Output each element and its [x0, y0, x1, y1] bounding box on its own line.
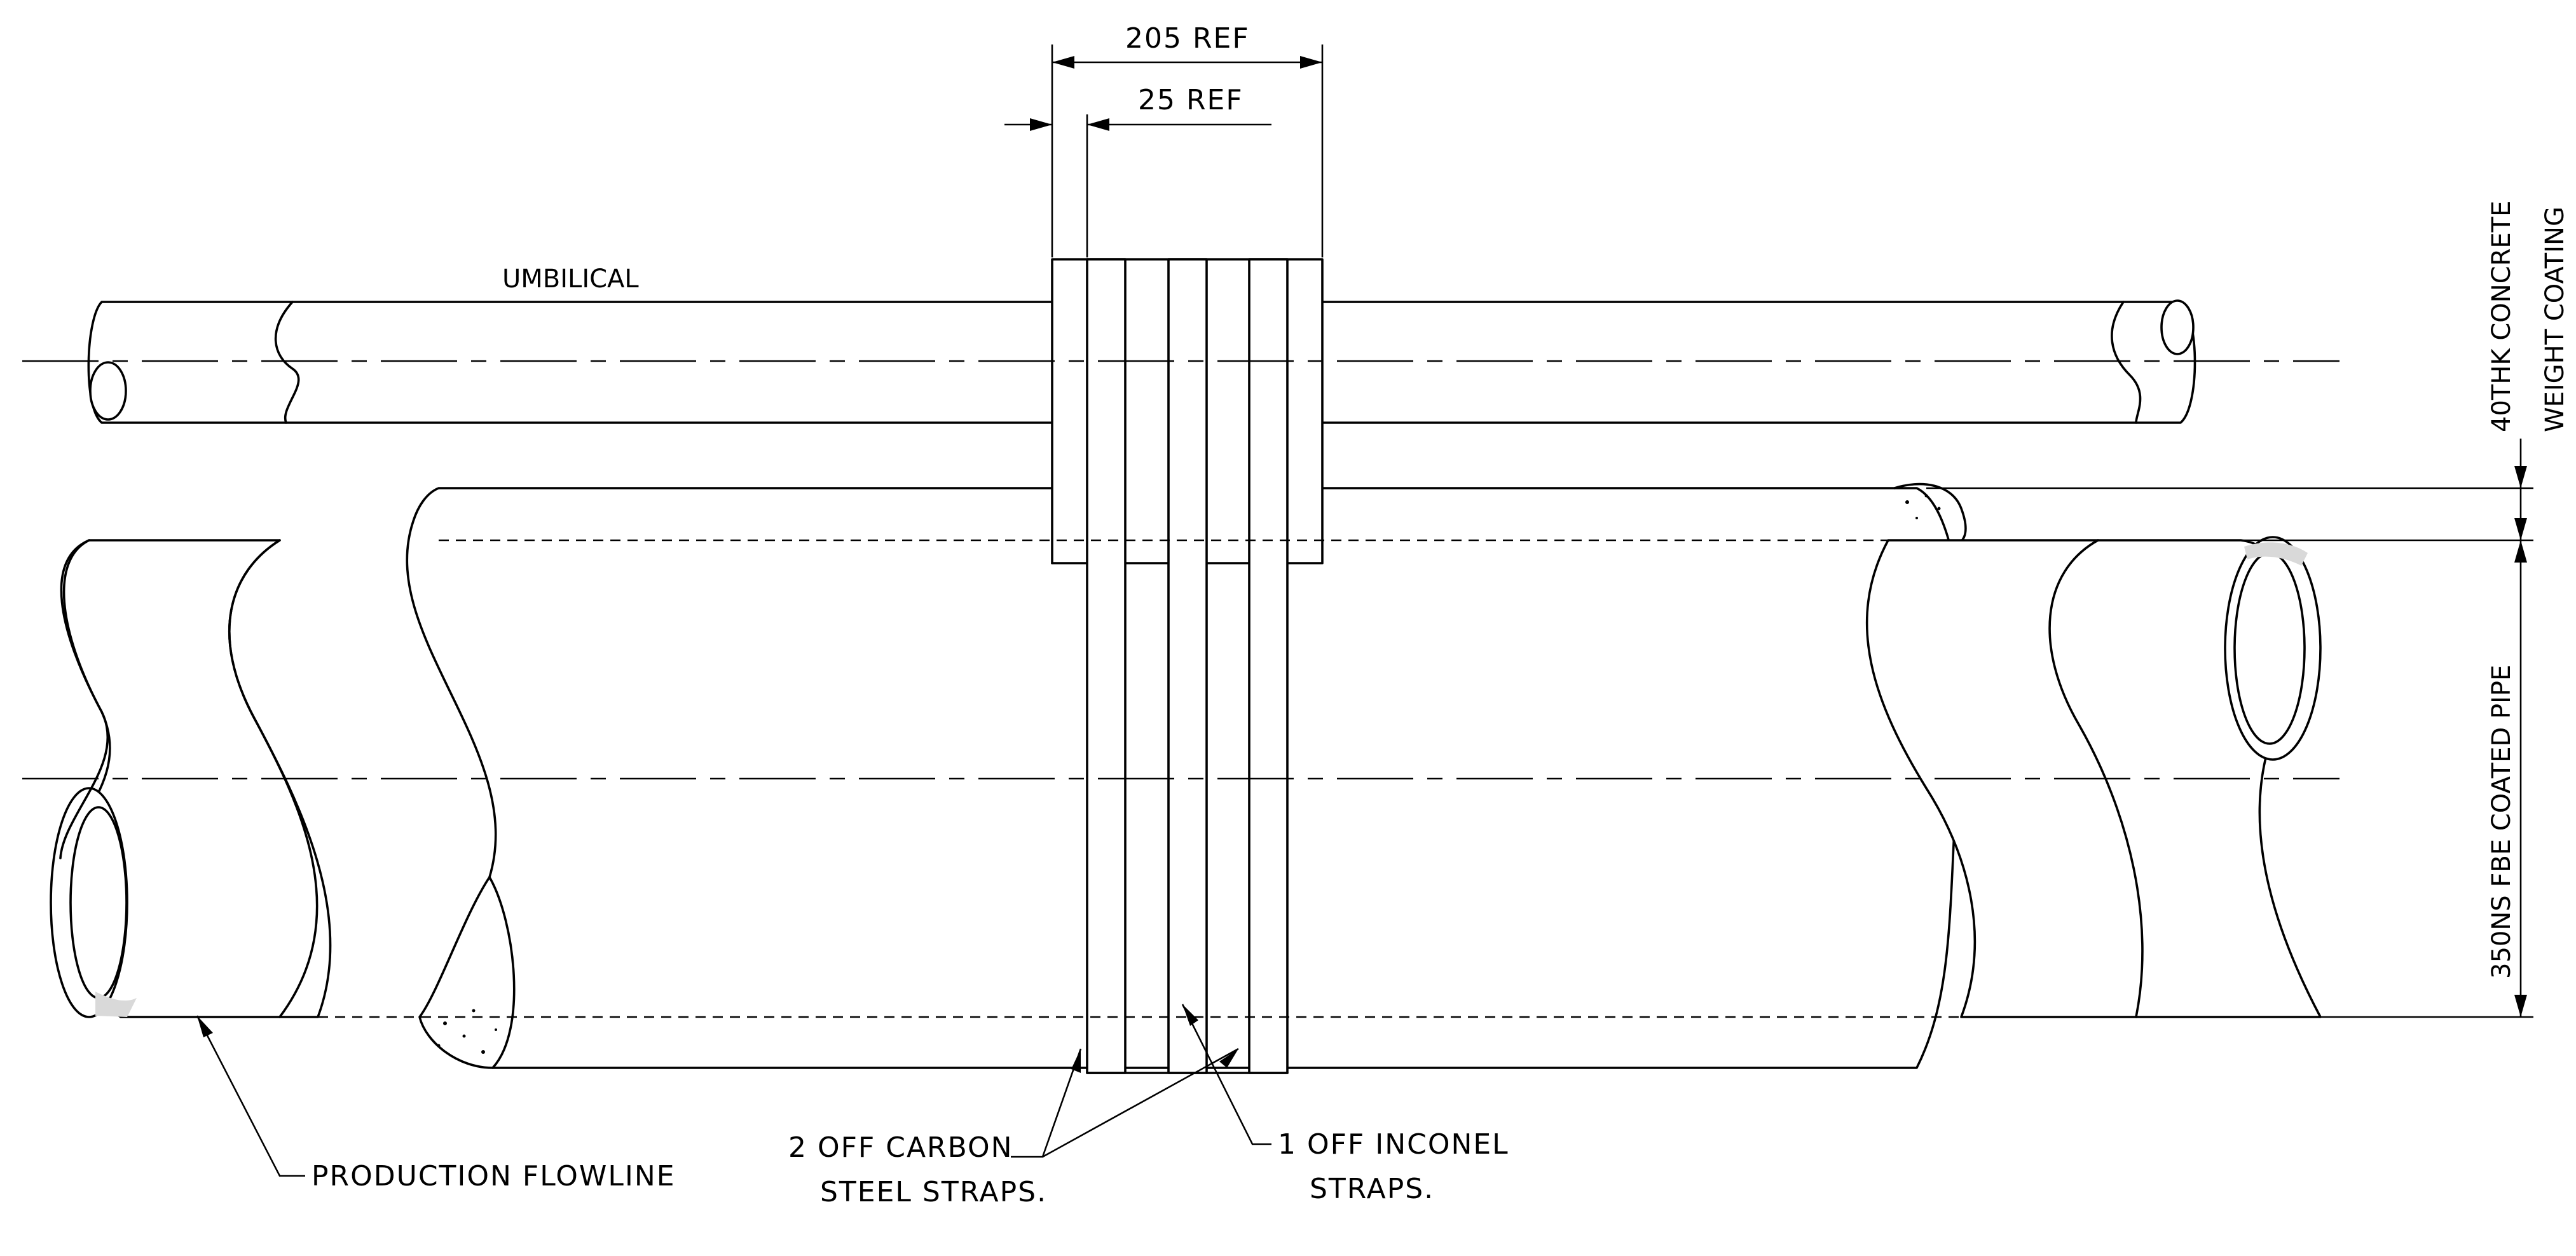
concrete-speckle-right	[1905, 494, 1941, 519]
coating-label-line1: 40THK CONCRETE	[2487, 201, 2516, 432]
concrete-speckle-left	[437, 1009, 497, 1054]
coating-label-line2: WEIGHT COATING	[2540, 207, 2570, 432]
carbon-steel-strap-2	[1248, 258, 1289, 1074]
carbon-strap-label-line1: 2 OFF CARBON	[788, 1131, 1013, 1164]
clamp-assembly	[1051, 258, 1324, 1074]
inconel-strap-label-line1: 1 OFF INCONEL	[1278, 1128, 1509, 1161]
pipe-label: 350NS FBE COATED PIPE	[2487, 665, 2516, 979]
umbilical-label: UMBILICAL	[502, 264, 639, 294]
inconel-strap-label-line2: STRAPS.	[1310, 1173, 1434, 1205]
inconel-strap-leader: 1 OFF INCONEL STRAPS.	[1181, 1004, 1509, 1205]
flowline-leader: PRODUCTION FLOWLINE	[196, 1015, 676, 1192]
dim-205-label: 205 REF	[1125, 22, 1250, 55]
dimension-205: 205 REF	[1051, 22, 1324, 257]
carbon-strap-label-line2: STEEL STRAPS.	[820, 1176, 1047, 1208]
dim-25-label: 25 REF	[1138, 84, 1243, 116]
flowline-label: PRODUCTION FLOWLINE	[312, 1160, 676, 1192]
carbon-steel-strap-1	[1086, 258, 1127, 1074]
dimension-25: 25 REF	[1004, 84, 1271, 257]
dimension-right: 40THK CONCRETE WEIGHT COATING 350NS FBE …	[1926, 201, 2570, 1018]
carbon-strap-leader: 2 OFF CARBON STEEL STRAPS.	[788, 1048, 1239, 1208]
inconel-strap	[1167, 258, 1208, 1074]
